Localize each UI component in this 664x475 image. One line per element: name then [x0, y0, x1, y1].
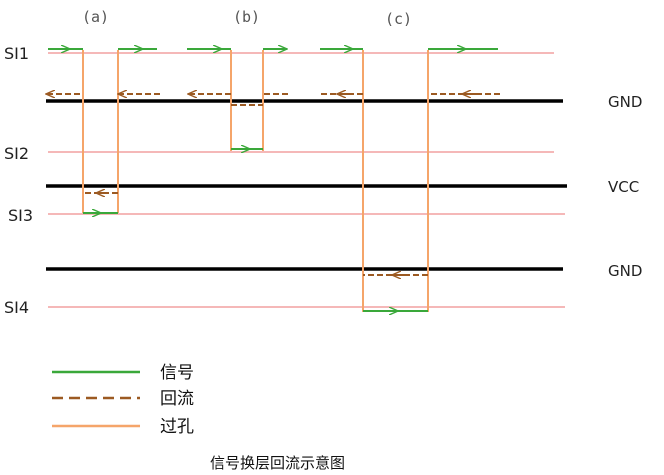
si4-label: SI4 — [4, 298, 29, 317]
case-label-c: (c) — [385, 10, 412, 28]
si1-label: SI1 — [4, 44, 29, 63]
legend: 信号 回流 过孔 — [52, 363, 194, 437]
case-label-a: (a) — [82, 8, 109, 26]
legend-via-label: 过孔 — [160, 417, 194, 437]
legend-return-label: 回流 — [160, 389, 194, 409]
si2-label: SI2 — [4, 144, 29, 163]
gnd-label-2: GND — [608, 262, 642, 280]
vcc-label: VCC — [608, 178, 639, 196]
case-a-group — [46, 49, 160, 213]
legend-signal-label: 信号 — [160, 363, 194, 383]
figure-caption: 信号换层回流示意图 — [210, 454, 345, 472]
gnd-label-1: GND — [608, 93, 642, 111]
case-label-b: (b) — [233, 8, 260, 26]
case-c-group — [320, 49, 500, 312]
si3-label: SI3 — [8, 206, 33, 225]
case-b-group — [187, 49, 288, 151]
